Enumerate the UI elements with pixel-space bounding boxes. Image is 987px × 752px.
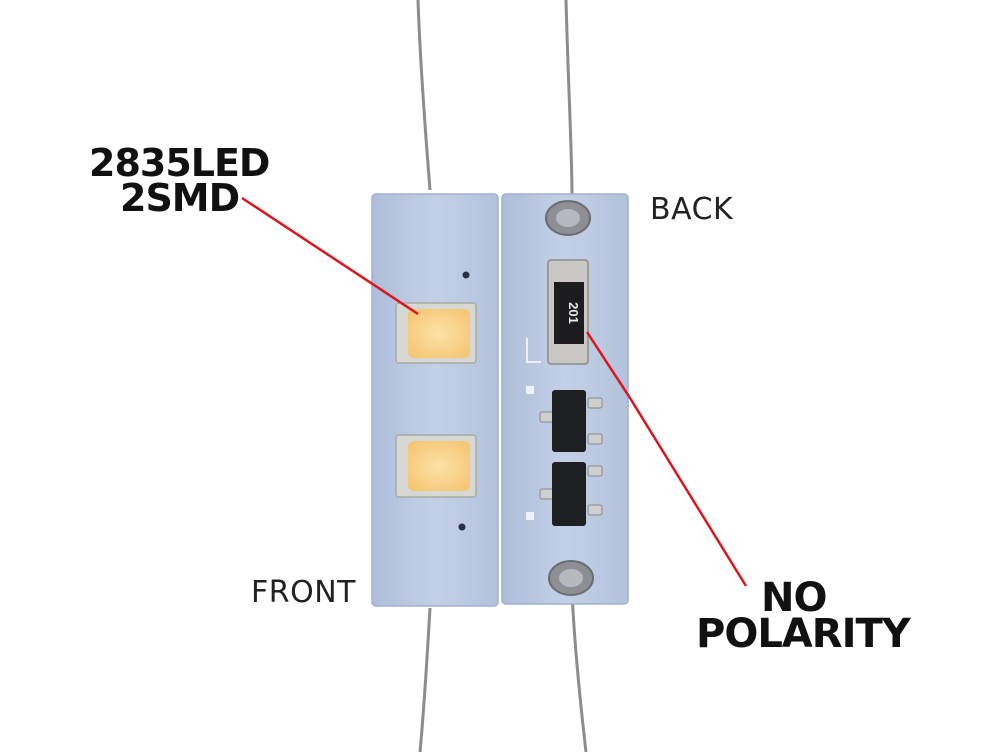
led-chip-icon: [395, 302, 477, 364]
via-hole: [458, 523, 466, 531]
callout-lines: [241, 196, 748, 587]
transistor-icon: [526, 386, 603, 452]
led-count-label: 2SMD: [120, 176, 240, 220]
resistor-icon: 201: [547, 259, 589, 365]
resistor-marking: 201: [566, 302, 581, 324]
pcb-back: 201: [501, 193, 629, 605]
lead-wires: [416, 0, 588, 752]
pcb-front: [371, 193, 499, 607]
led-type-label: 2835LED: [89, 141, 270, 185]
polarity-label: POLARITY: [696, 611, 911, 657]
transistor-icon: [526, 462, 603, 526]
front-label: FRONT: [251, 575, 356, 610]
back-label: BACK: [650, 192, 734, 227]
via-hole: [462, 271, 470, 279]
no-label: NO: [761, 575, 827, 621]
led-chip-icon: [395, 434, 477, 498]
